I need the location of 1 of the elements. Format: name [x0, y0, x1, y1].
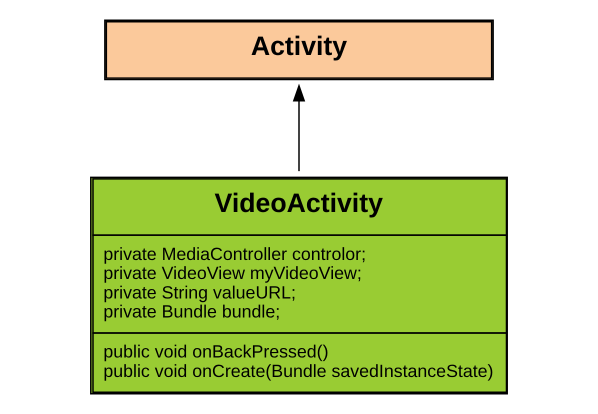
arrow — [292, 84, 306, 172]
